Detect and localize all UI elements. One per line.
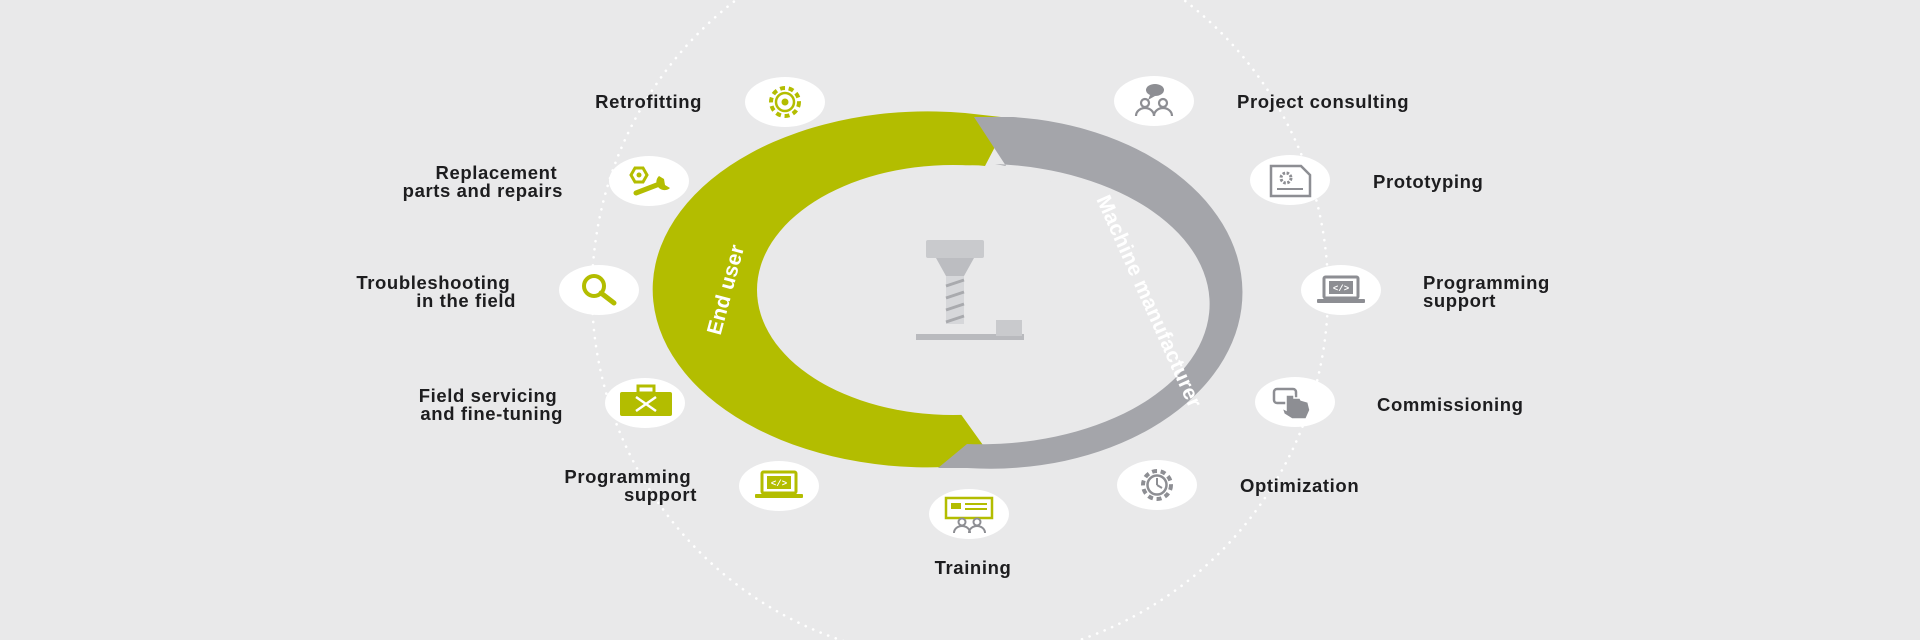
touch-hand-icon [1272, 387, 1311, 420]
svg-text:</>: </> [771, 479, 787, 489]
service-label-programming-support-manufacturer: Programming support [1423, 272, 1556, 311]
service-label-field-servicing: Field servicing and fine-tuning [419, 385, 563, 424]
service-label-project-consulting: Project consulting [1237, 91, 1409, 112]
laptop-code-icon: </> [1317, 275, 1365, 303]
service-node-optimization: Optimization [1117, 460, 1359, 510]
svg-text:</>: </> [1333, 284, 1349, 294]
service-node-replacement-parts: Replacement parts and repairs [403, 156, 689, 206]
service-node-commissioning: Commissioning [1255, 377, 1524, 427]
laptop-code-icon: </> [755, 470, 803, 498]
machine-manufacturer-arc [938, 117, 1243, 469]
service-node-programming-support-manufacturer: </> Programming support [1301, 265, 1556, 315]
service-node-training: Training [929, 489, 1011, 578]
service-label-retrofitting: Retrofitting [595, 91, 702, 112]
service-label-programming-support-end-user: Programming support [564, 466, 697, 505]
service-label-training: Training [935, 557, 1012, 578]
service-label-prototyping: Prototyping [1373, 171, 1483, 192]
toolbox-icon [620, 384, 672, 416]
service-label-replacement-parts: Replacement parts and repairs [403, 162, 563, 201]
service-node-field-servicing: Field servicing and fine-tuning [419, 378, 685, 428]
service-node-retrofitting: Retrofitting [595, 77, 825, 127]
nut-wrench-icon [629, 166, 670, 196]
people-chat-icon [1134, 84, 1174, 117]
milling-cutter-icon [916, 240, 1024, 340]
service-label-commissioning: Commissioning [1377, 394, 1524, 415]
service-label-optimization: Optimization [1240, 475, 1359, 496]
gear-icon [769, 86, 801, 118]
magnifier-icon [582, 274, 617, 306]
service-node-troubleshooting: Troubleshooting in the field [356, 265, 639, 315]
gear-clock-icon [1141, 469, 1173, 501]
presentation-icon [944, 496, 994, 534]
service-node-programming-support-end-user: </> Programming support [564, 461, 819, 511]
service-node-project-consulting: Project consulting [1114, 76, 1409, 126]
service-label-troubleshooting: Troubleshooting in the field [356, 272, 516, 311]
document-gear-icon [1269, 164, 1312, 198]
service-node-prototyping: Prototyping [1250, 155, 1483, 205]
